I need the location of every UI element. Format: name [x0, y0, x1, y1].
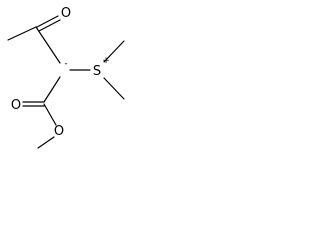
bond-carbanion-to-ester	[43, 76, 61, 103]
bond-ketone-to-carbanion	[35, 26, 61, 64]
bond-sulfur-methyl-upper	[103, 40, 125, 63]
bond-acetyl-methyl	[7, 26, 37, 41]
bond-ketone-double-a	[36, 15, 59, 28]
ester-carbonyl-oxygen-label: O	[11, 98, 21, 113]
bond-ether-oxygen-methyl	[37, 136, 55, 149]
bond-ketone-double-b	[38, 19, 61, 32]
sulfonium-charge-label: +	[102, 56, 110, 66]
chemical-structure-diagram: O - S + O O	[7, 6, 125, 149]
carbanion-charge-label: -	[64, 59, 67, 69]
bond-sulfur-methyl-lower	[103, 77, 125, 100]
ester-ether-oxygen-label: O	[54, 124, 64, 139]
sulfur-label: S	[93, 64, 101, 79]
bond-ester-to-ether-oxygen	[43, 103, 57, 126]
ketone-oxygen-label: O	[61, 6, 71, 21]
